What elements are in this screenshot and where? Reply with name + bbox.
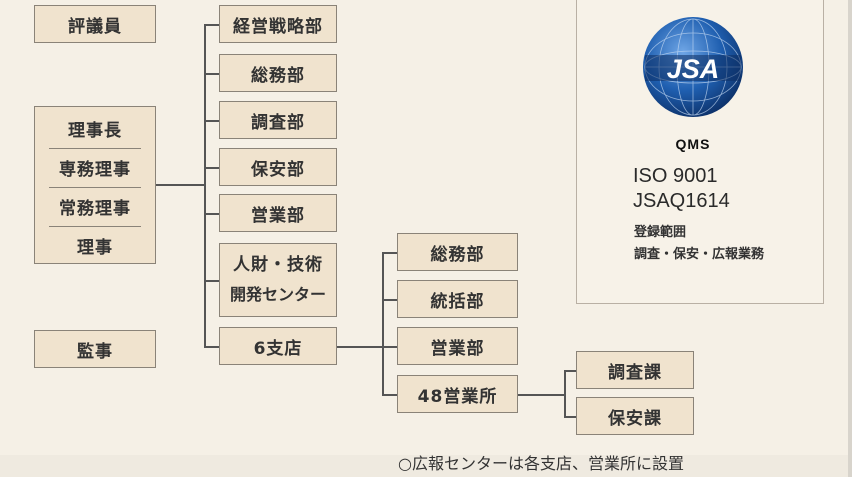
iso-standard: ISO 9001: [633, 165, 718, 187]
branch-general-affairs: 総務部: [397, 233, 518, 271]
connector: [204, 24, 220, 26]
scope-label: 登録範囲: [634, 225, 687, 240]
officer-director: 理事: [77, 237, 113, 258]
scope-value: 調査・保安・広報業務: [634, 247, 765, 262]
logo-subtitle: QMS: [675, 136, 711, 152]
officer-chairman: 理事長: [68, 120, 122, 141]
officer-divider: [49, 148, 141, 149]
branch-unit-label: 営業部: [430, 338, 485, 359]
connector: [382, 252, 398, 254]
officer-divider: [49, 226, 141, 227]
connector: [382, 346, 398, 348]
sales-offices-box: 48営業所: [397, 375, 518, 413]
officers-box: 理事長 専務理事 常務理事 理事: [34, 106, 156, 264]
connector: [204, 280, 220, 282]
councilors-box: 評議員: [34, 5, 156, 43]
councilors-label: 評議員: [68, 16, 122, 37]
auditors-label: 監事: [77, 341, 113, 362]
connector: [564, 370, 566, 417]
section-safety: 保安課: [576, 397, 694, 435]
dept-label: 保安部: [251, 159, 305, 180]
dept-management-strategy: 経営戦略部: [219, 5, 337, 43]
officer-senior-managing-director: 専務理事: [59, 159, 131, 180]
connector: [564, 370, 577, 372]
hr-development-center: 人財・技術 開発センター: [219, 243, 337, 317]
auditors-box: 監事: [34, 330, 156, 368]
section-survey: 調査課: [576, 351, 694, 389]
branch-supervision: 統括部: [397, 280, 518, 318]
connector: [204, 120, 220, 122]
branch-unit-label: 総務部: [430, 244, 485, 265]
connector: [156, 184, 205, 186]
bottom-strip: [0, 455, 852, 477]
dept-general-affairs: 総務部: [219, 54, 337, 92]
branch-unit-label: 統括部: [430, 291, 485, 312]
dept-safety: 保安部: [219, 148, 337, 186]
jsa-logo-icon: JSA: [643, 17, 743, 117]
branches-label: 6支店: [253, 338, 303, 359]
officer-managing-director: 常務理事: [59, 198, 131, 219]
logo-text: JSA: [667, 54, 720, 84]
hr-center-line2: 開発センター: [229, 285, 326, 304]
branches-box: 6支店: [219, 327, 337, 365]
dept-label: 調査部: [251, 112, 305, 133]
certification-panel: JSA QMS ISO 9001 JSAQ1614 登録範囲 調査・保安・広報業…: [576, 0, 824, 304]
footnote: ○広報センターは各支店、営業所に設置: [398, 454, 684, 473]
connector: [204, 213, 220, 215]
connector: [204, 24, 206, 346]
connector: [204, 346, 220, 348]
hr-center-line1: 人財・技術: [233, 255, 323, 275]
dept-sales: 営業部: [219, 194, 337, 232]
dept-label: 経営戦略部: [233, 16, 323, 37]
connector: [204, 167, 220, 169]
connector: [382, 394, 398, 396]
right-edge: [848, 0, 852, 477]
sales-offices-label: 48営業所: [417, 386, 498, 407]
dept-label: 営業部: [251, 205, 305, 226]
dept-label: 総務部: [251, 65, 305, 86]
connector: [204, 73, 220, 75]
connector: [382, 252, 384, 395]
registration-number: JSAQ1614: [633, 190, 730, 212]
connector: [337, 346, 383, 348]
section-label: 調査課: [608, 362, 662, 383]
connector: [518, 394, 565, 396]
connector: [564, 416, 577, 418]
section-label: 保安課: [608, 408, 662, 429]
dept-survey: 調査部: [219, 101, 337, 139]
connector: [382, 299, 398, 301]
officer-divider: [49, 187, 141, 188]
branch-sales: 営業部: [397, 327, 518, 365]
